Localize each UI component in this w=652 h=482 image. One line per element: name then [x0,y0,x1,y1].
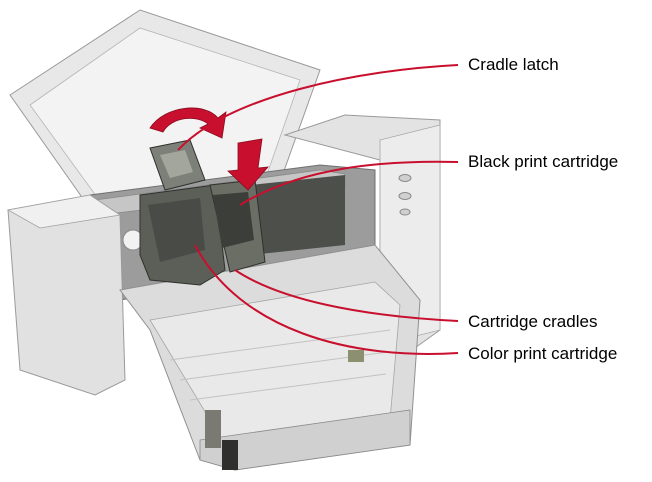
carriage-back [250,175,345,255]
color-cartridge-label: Color print cartridge [468,344,618,363]
paper-guide-foot [222,440,238,470]
color-print-cartridge [148,198,205,262]
rotate-arrow-icon [149,107,227,139]
black-cartridge-label: Black print cartridge [468,152,619,171]
tray-slider [348,350,364,362]
indicator-light-icon [399,208,411,216]
tray-front-lip [199,409,411,471]
black-cartridge-leader [239,160,459,206]
resume-button-icon [398,192,412,200]
cradle-latch-window [160,150,193,178]
printer-left-housing [7,194,126,396]
tray-ridge [169,329,391,361]
cradle-latch-leader [177,64,459,151]
cartridge-cradles-label: Cartridge cradles [468,312,598,331]
left-housing-top [6,194,122,229]
power-button-icon [398,174,412,182]
black-print-cartridge [213,192,254,248]
color-cartridge-leader [194,244,459,355]
insert-arrow-icon [227,138,269,191]
cartridge-cradles-leader [234,269,459,322]
cradle-latch-label: Cradle latch [468,55,559,74]
tray-ridge [189,373,387,401]
paper-guide [205,410,221,448]
